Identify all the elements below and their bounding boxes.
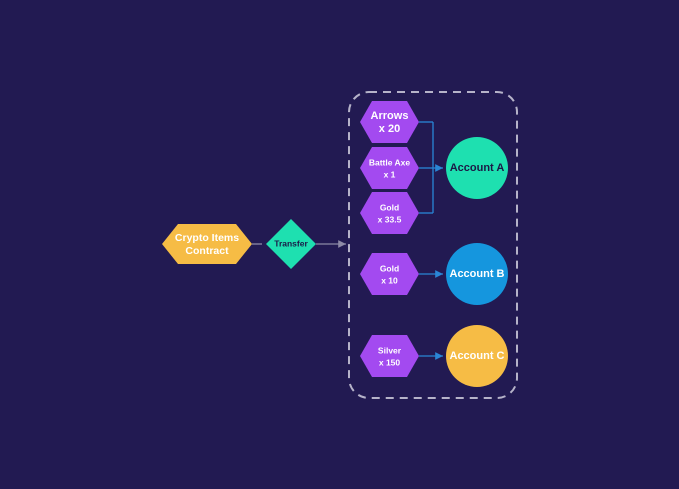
item-silver-hexagon — [360, 335, 419, 377]
item-silver-name: Silver — [378, 345, 402, 355]
item-silver-qty: x 150 — [379, 357, 401, 367]
item-arrows-node: Arrows x 20 — [360, 101, 419, 143]
account-c-label: Account C — [450, 350, 505, 362]
account-b-circle — [446, 243, 508, 305]
crypto-items-contract-node: Crypto Items Contract — [162, 224, 252, 264]
account-a-label: Account A — [450, 162, 505, 174]
account-b-label: Account B — [450, 268, 505, 280]
contract-label-line2: Contract — [185, 245, 229, 257]
item-arrows-name: Arrows — [371, 110, 409, 122]
contract-label-line1: Crypto Items — [175, 232, 239, 244]
account-c-circle — [446, 325, 508, 387]
item-arrows-hexagon — [360, 101, 419, 143]
item-silver-node: Silver x 150 — [360, 335, 419, 377]
item-battle-axe-node: Battle Axe x 1 — [360, 147, 419, 189]
contract-hexagon-shape — [162, 224, 252, 264]
item-battle-axe-qty: x 1 — [384, 169, 396, 179]
item-gold-b-qty: x 10 — [381, 275, 398, 285]
account-b-node: Account B — [446, 243, 508, 305]
item-gold-a-name: Gold — [380, 202, 399, 212]
item-gold-b-hexagon — [360, 253, 419, 295]
item-gold-a-qty: x 33.5 — [378, 214, 402, 224]
account-a-bracket — [419, 121, 443, 214]
recipient-group-border — [348, 91, 518, 399]
transfer-diamond-shape — [266, 219, 316, 269]
item-battle-axe-name: Battle Axe — [369, 157, 411, 167]
transfer-node: Transfer — [266, 219, 316, 269]
item-gold-a-node: Gold x 33.5 — [360, 192, 419, 234]
item-arrows-qty: x 20 — [379, 123, 400, 135]
account-a-node: Account A — [446, 137, 508, 199]
account-c-node: Account C — [446, 325, 508, 387]
item-battle-axe-hexagon — [360, 147, 419, 189]
item-gold-b-name: Gold — [380, 263, 399, 273]
account-a-circle — [446, 137, 508, 199]
item-gold-a-hexagon — [360, 192, 419, 234]
transfer-label: Transfer — [274, 238, 308, 248]
item-gold-b-node: Gold x 10 — [360, 253, 419, 295]
